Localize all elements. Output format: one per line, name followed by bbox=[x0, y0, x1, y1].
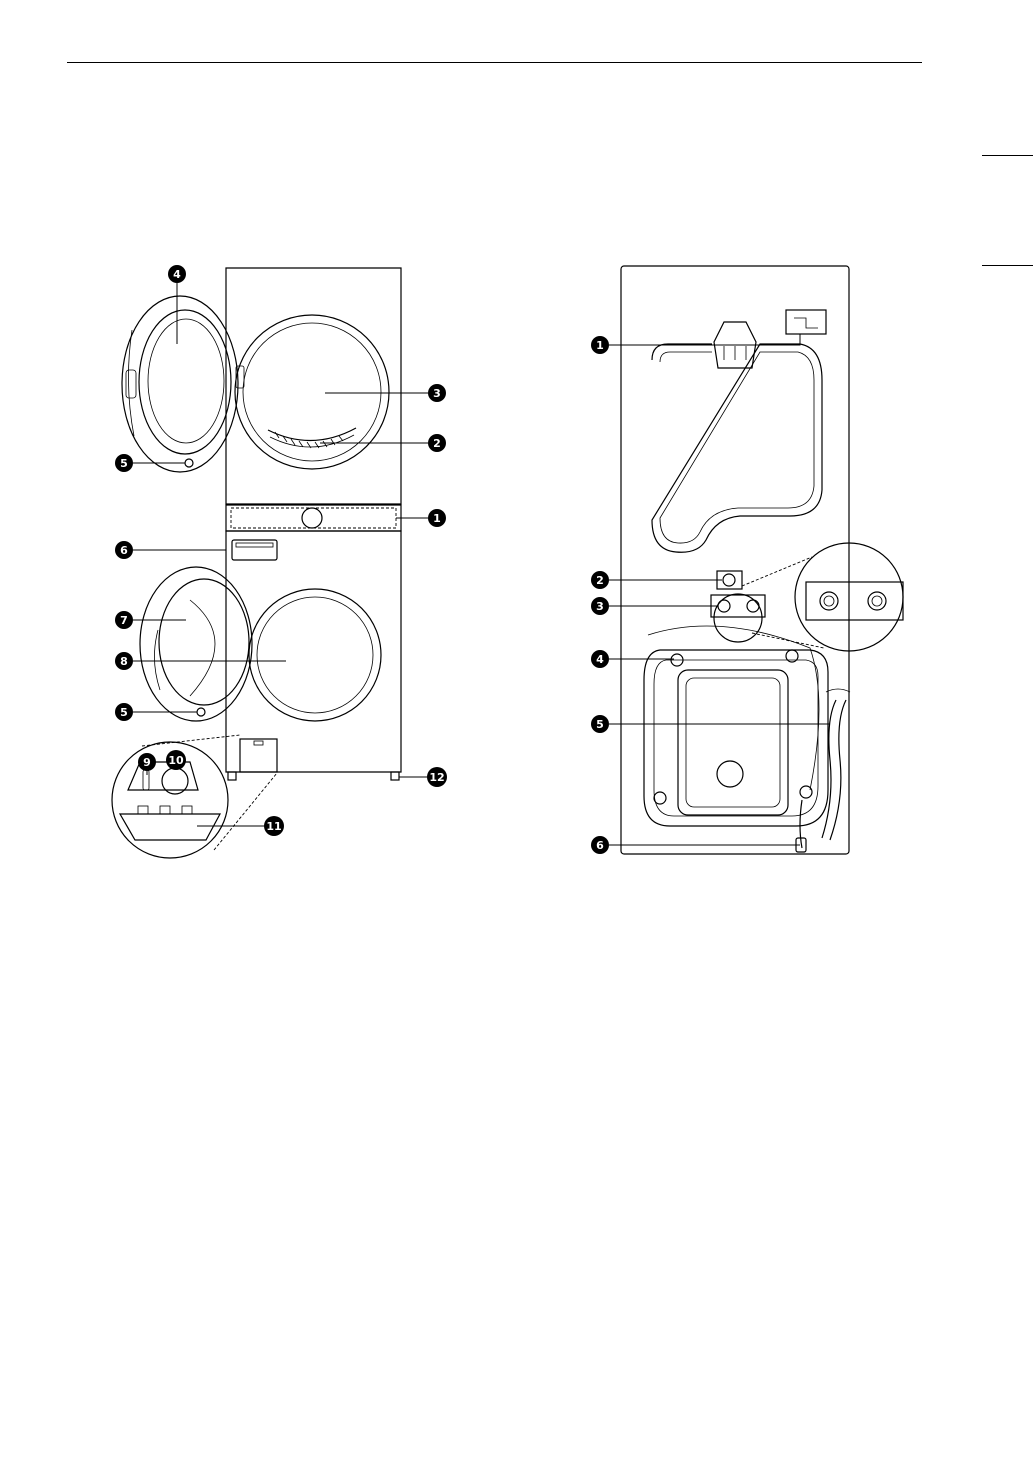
rear-callout-5: 5 bbox=[591, 715, 609, 733]
front-callout-12: 12 bbox=[427, 767, 447, 787]
rear-callout-4: 4 bbox=[591, 650, 609, 668]
rear-callout-label: 5 bbox=[596, 718, 604, 731]
front-callout-label: 6 bbox=[120, 544, 128, 557]
front-callout-5: 5 bbox=[115, 703, 133, 721]
front-callout-9: 9 bbox=[138, 753, 156, 771]
rear-callout-3: 3 bbox=[591, 597, 609, 615]
rear-view-callouts: 1 2 3 4 5 6 bbox=[591, 336, 609, 854]
front-callout-label: 12 bbox=[429, 771, 444, 784]
rear-callout-6: 6 bbox=[591, 836, 609, 854]
front-callout-label: 10 bbox=[168, 754, 184, 767]
front-callout-label: 11 bbox=[266, 820, 281, 833]
front-callout-10: 10 bbox=[166, 750, 186, 770]
front-callout-4: 4 bbox=[168, 265, 186, 283]
front-callout-1: 1 bbox=[428, 509, 446, 527]
front-callout-5: 5 bbox=[115, 454, 133, 472]
front-callout-label: 9 bbox=[143, 756, 151, 769]
front-callout-6: 6 bbox=[115, 541, 133, 559]
front-callout-label: 3 bbox=[433, 387, 441, 400]
front-view-illustration bbox=[112, 268, 401, 858]
front-callout-label: 5 bbox=[120, 457, 128, 470]
rear-callout-label: 6 bbox=[596, 839, 604, 852]
front-callout-label: 7 bbox=[120, 614, 128, 627]
front-callout-2: 2 bbox=[428, 434, 446, 452]
rear-callout-1: 1 bbox=[591, 336, 609, 354]
front-callout-label: 2 bbox=[433, 437, 441, 450]
front-callout-11: 11 bbox=[264, 816, 284, 836]
rear-view-illustration bbox=[621, 266, 903, 854]
rear-callout-2: 2 bbox=[591, 571, 609, 589]
front-callout-7: 7 bbox=[115, 611, 133, 629]
front-callout-label: 4 bbox=[173, 268, 181, 281]
rear-callout-label: 4 bbox=[596, 653, 604, 666]
front-callout-8: 8 bbox=[115, 652, 133, 670]
rear-callout-label: 3 bbox=[596, 600, 604, 613]
front-callout-3: 3 bbox=[428, 384, 446, 402]
front-callout-label: 8 bbox=[120, 655, 128, 668]
front-callout-label: 5 bbox=[120, 706, 128, 719]
rear-callout-label: 1 bbox=[596, 339, 604, 352]
front-callout-label: 1 bbox=[433, 512, 441, 525]
rear-callout-label: 2 bbox=[596, 574, 604, 587]
